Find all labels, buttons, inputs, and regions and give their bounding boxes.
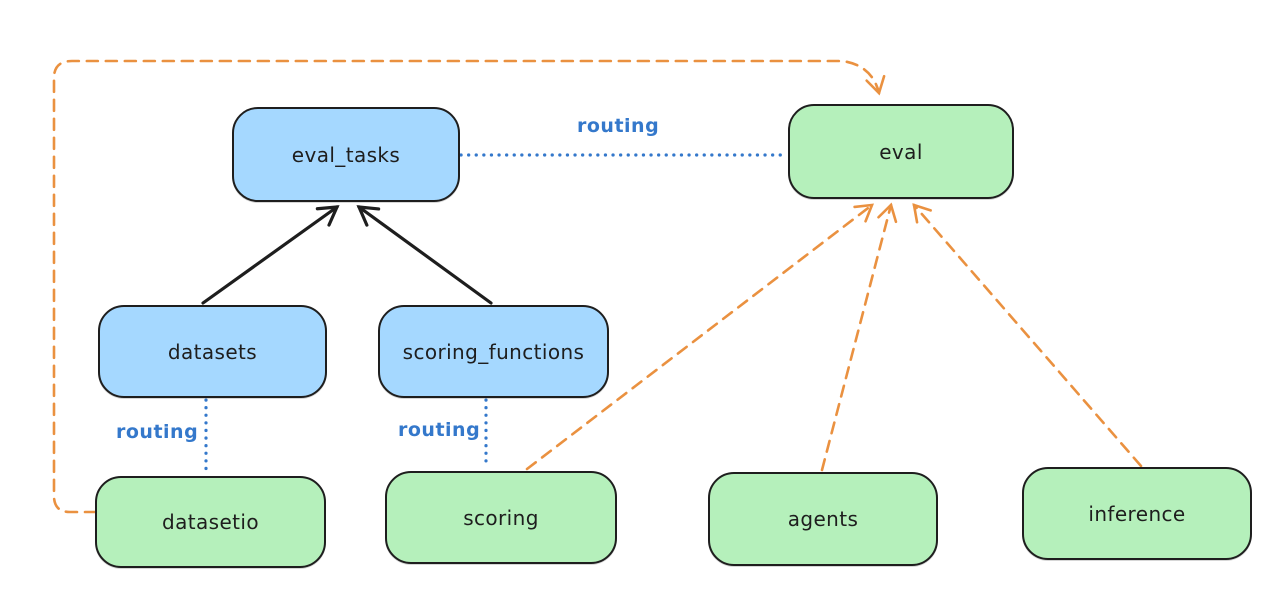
node-agents-label: agents [787,507,859,531]
node-inference-label: inference [1088,501,1186,526]
node-eval-tasks-label: eval_tasks [291,142,401,167]
edge-datasets-evaltasks [201,205,340,305]
node-eval-tasks: eval_tasks [232,107,460,202]
node-scoring: scoring [385,471,617,564]
node-datasetio: datasetio [95,476,326,568]
node-inference: inference [1022,467,1252,560]
edge-label-routing-top: routing [577,115,660,137]
edge-label-routing-datasets: routing [116,421,199,443]
node-datasets: datasets [98,305,327,398]
node-scoring-functions-label: scoring_functions [402,339,585,364]
node-eval: eval [788,104,1014,199]
edge-scoring-eval [525,203,875,471]
node-scoring-functions: scoring_functions [378,305,609,398]
edge-agents-eval [820,202,898,472]
edge-label-routing-scoring: routing [398,419,481,441]
node-agents: agents [708,472,938,566]
edge-scoringfunctions-evaltasks [356,205,493,305]
node-datasets-label: datasets [167,339,258,364]
edge-datasetio-eval [52,59,886,514]
node-eval-label: eval [879,139,923,164]
edge-inference-eval [912,203,1143,468]
node-scoring-label: scoring [463,505,539,530]
node-datasetio-label: datasetio [161,510,259,534]
